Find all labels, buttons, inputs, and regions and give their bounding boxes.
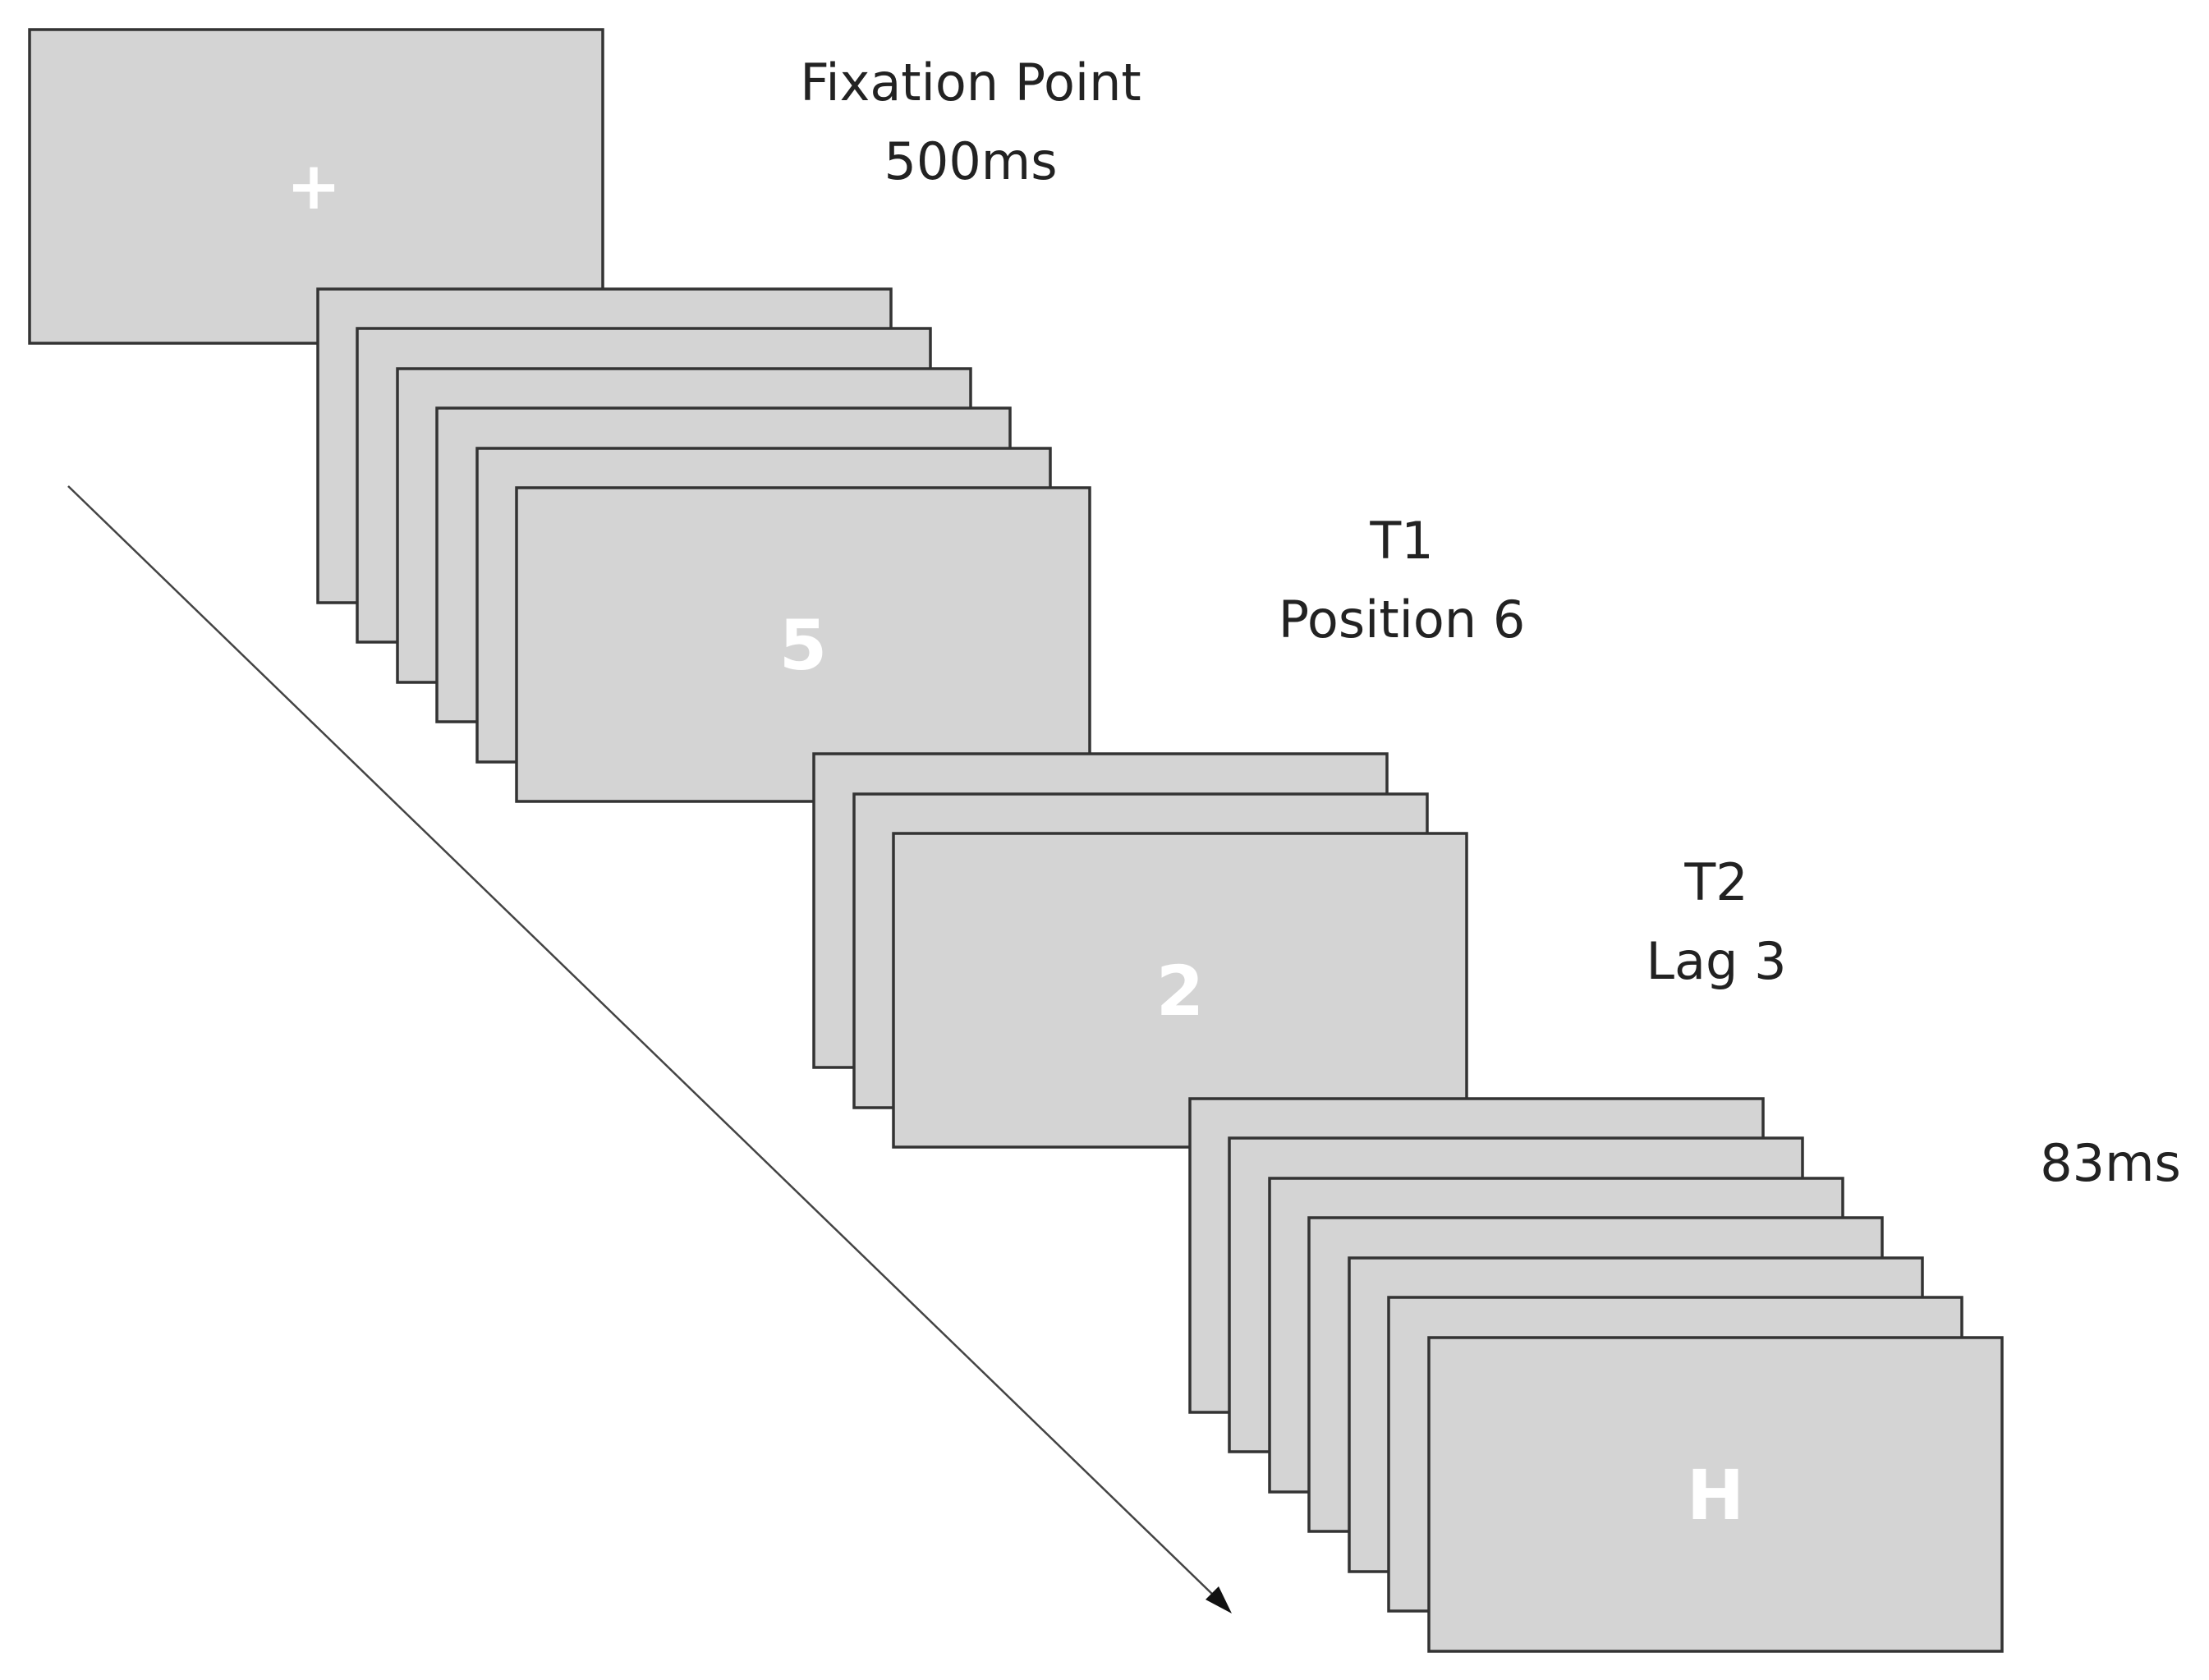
- t2-label-lag: Lag 3: [1646, 931, 1786, 991]
- fixation-label: Fixation Point 500ms: [800, 53, 1141, 191]
- fixation-label-title: Fixation Point: [800, 53, 1141, 112]
- t1-label: T1 Position 6: [1279, 511, 1526, 650]
- frame-duration-text: 83ms: [2040, 1133, 2181, 1193]
- final-distractor-frame: H: [1427, 1336, 2004, 1653]
- t1-target-digit: 5: [779, 605, 827, 686]
- distractor-frame-stack: H: [1188, 1097, 2004, 1653]
- t2-label-title: T2: [1683, 852, 1747, 912]
- t1-target-frame: 5: [515, 486, 1091, 803]
- time-arrow-line: [67, 485, 1216, 1598]
- t1-label-position: Position 6: [1279, 590, 1526, 650]
- t2-frame-stack: 2: [812, 752, 1468, 1149]
- distractor-letter: H: [1687, 1455, 1744, 1535]
- frame-duration-label: 83ms: [2040, 1133, 2181, 1193]
- t2-label: T2 Lag 3: [1646, 852, 1786, 991]
- fixation-label-duration: 500ms: [884, 131, 1057, 191]
- time-arrow-head-icon: [1206, 1586, 1232, 1613]
- t2-target-digit: 2: [1156, 951, 1204, 1031]
- t2-target-frame: 2: [892, 832, 1468, 1149]
- t1-frame-stack: 5: [316, 287, 1091, 803]
- t1-label-title: T1: [1369, 511, 1433, 571]
- time-arrow: [67, 485, 1232, 1613]
- fixation-cross-symbol: +: [286, 148, 341, 224]
